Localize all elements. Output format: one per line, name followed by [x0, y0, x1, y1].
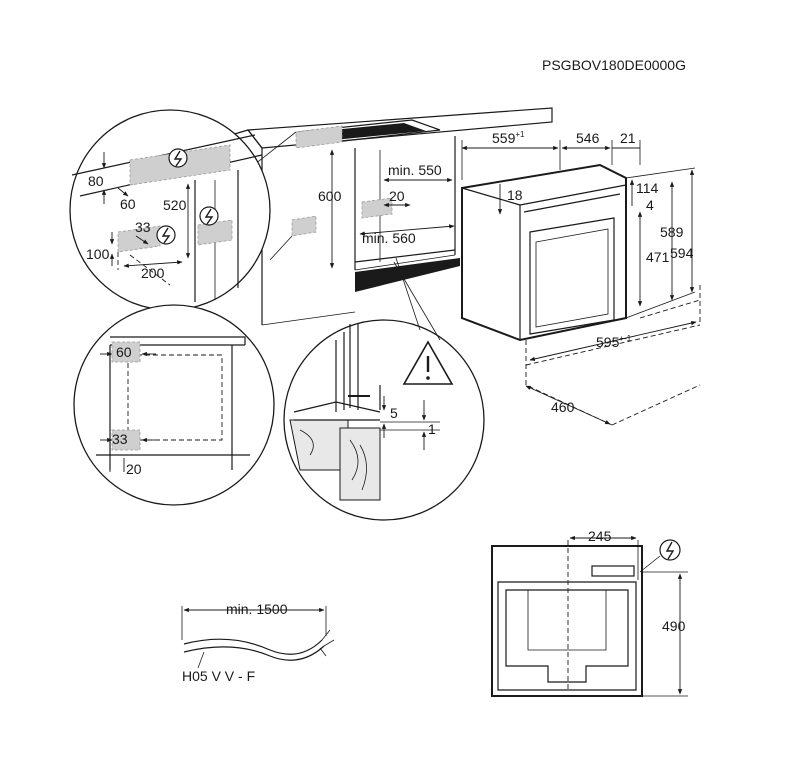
electric-connection-icon [199, 206, 219, 226]
detail-bottom-center: 5 1 [283, 257, 485, 521]
cabinet-min-depth-label: min. 560 [362, 230, 416, 246]
control-panel-height-label: 114 [636, 180, 659, 196]
cabinet-height-label: 600 [318, 188, 342, 204]
cavity-height-label: 471 [646, 249, 670, 265]
detail-bottom-left: 60 33 20 [73, 304, 275, 506]
detail-100-label: 100 [86, 246, 110, 262]
cable-type-label: H05 V V - F [182, 668, 255, 684]
electric-connection-icon [156, 225, 176, 245]
front-height-label: 490 [662, 618, 686, 634]
base-depth-label: 460 [551, 399, 575, 415]
detail-bl-60-label: 60 [116, 344, 132, 360]
detail-200-label: 200 [141, 265, 165, 281]
detail-33-label: 33 [135, 219, 151, 235]
oven-depth-label: 559+1 [492, 130, 525, 146]
detail-520-label: 520 [163, 197, 187, 213]
front-offset-label: 245 [588, 528, 612, 544]
top-gap-label: 18 [507, 187, 523, 203]
electric-connection-icon [659, 539, 681, 561]
plinth [355, 258, 460, 292]
detail-bl-33-label: 33 [112, 431, 128, 447]
kitchen-cabinet: 600 min. 550 20 min. 560 [119, 107, 553, 326]
power-cable: min. 1500 H05 V V - F [181, 601, 335, 684]
detail-top-left: 80 60 520 33 100 200 [69, 109, 271, 311]
oven-width-label: 595+-1 [596, 334, 632, 350]
detail-80-label: 80 [88, 173, 104, 189]
detail-60-label: 60 [120, 196, 136, 212]
detail-gap-5-label: 5 [390, 405, 398, 421]
oven-front-view: 245 490 [491, 528, 688, 697]
warning-triangle-icon [402, 340, 454, 385]
overall-height-label: 594 [670, 245, 694, 261]
oven-body-depth-label: 546 [576, 130, 600, 146]
door-thickness-label: 21 [620, 130, 636, 146]
oven-isometric: 559+1 546 21 18 114 4 471 589 594 595+-1… [461, 130, 701, 426]
vent-gap-label: 20 [389, 188, 405, 204]
detail-bl-20-label: 20 [126, 461, 142, 477]
cabinet-min-width-label: min. 550 [388, 162, 442, 178]
small-gap-label: 4 [646, 197, 654, 213]
electric-connection-icon [168, 148, 188, 168]
oven-height-label: 589 [660, 224, 684, 240]
model-code: PSGBOV180DE0000G [542, 57, 686, 73]
cable-length-label: min. 1500 [226, 601, 288, 617]
detail-gap-1-label: 1 [428, 421, 436, 437]
